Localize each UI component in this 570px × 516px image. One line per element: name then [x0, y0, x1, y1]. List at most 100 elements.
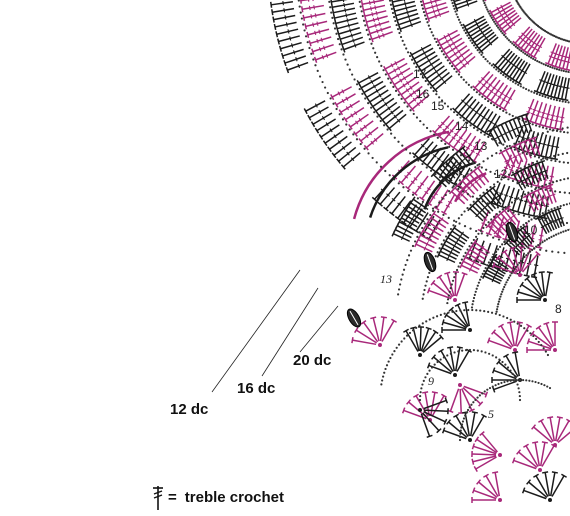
stitch-crossbar [448, 43, 452, 48]
stitch-top [509, 208, 516, 212]
stitch-crossbar [520, 136, 526, 139]
stitch-crossbar [400, 235, 404, 240]
stitch-crossbar [307, 0, 310, 2]
chain-dot [425, 166, 428, 169]
stitch-row-fan [452, 93, 501, 138]
chain-dot [449, 287, 452, 290]
chain-dot [464, 414, 467, 417]
chain-dot [462, 190, 465, 193]
chain-dot [540, 343, 543, 347]
stitch-crossbar [457, 49, 461, 54]
stitch-crossbar [518, 35, 523, 40]
shell-motif [516, 271, 553, 303]
chain-dot [384, 169, 387, 173]
chain-dot [554, 190, 557, 193]
chain-dot [310, 52, 313, 55]
stitch-post [550, 75, 558, 97]
chain-dot [504, 147, 507, 150]
stitch-crossbar [402, 83, 406, 88]
stitch-post [316, 118, 336, 132]
chain-dot [425, 280, 428, 283]
stitch-post [516, 325, 530, 347]
stitch-crossbar [535, 48, 540, 52]
chain-dot [383, 124, 386, 127]
stitch-post [432, 173, 447, 188]
chain-stitches [297, 0, 570, 442]
chain-dot [373, 111, 376, 114]
chain-dot [370, 106, 373, 109]
stitch-post [393, 72, 414, 86]
stitch-row-fan [492, 48, 531, 86]
chain-dot [513, 320, 516, 323]
chain-dot [428, 271, 431, 274]
chain-dot [388, 0, 392, 2]
stitch-crossbar [403, 0, 406, 2]
chain-dot [564, 229, 567, 232]
chain-dot [567, 40, 570, 43]
chain-dot [532, 57, 535, 60]
stitch-post [315, 51, 337, 61]
stitch-row-fan [269, 0, 309, 74]
chain-dot [432, 316, 435, 319]
stitch-crossbar [467, 105, 472, 109]
chain-dot [509, 379, 512, 382]
stitch-post [428, 184, 442, 205]
chain-dot [479, 278, 482, 281]
chain-dot [410, 58, 414, 61]
stitch-post [528, 481, 548, 499]
stitch-top [538, 271, 545, 274]
stitch-crossbar [374, 23, 377, 28]
stitch-crossbar [438, 200, 443, 204]
chain-dot [389, 3, 393, 6]
chain-dot [504, 363, 507, 366]
stitch-crossbar [420, 219, 425, 223]
stitch-post [455, 0, 473, 6]
stitch-post [554, 106, 561, 129]
stitch-top [492, 253, 498, 260]
chain-dot [511, 270, 515, 273]
stitch-post [442, 164, 456, 179]
stitch-post [435, 170, 450, 185]
chain-dot [372, 47, 375, 50]
chain-dot [466, 207, 469, 210]
chain-dot [546, 353, 550, 357]
stitch-crossbar [536, 110, 542, 113]
chain-dot [516, 263, 519, 266]
chain-dot [495, 250, 498, 253]
stitch-crossbar [443, 35, 447, 40]
stitch-crossbar [463, 139, 468, 143]
stitch-top [468, 408, 475, 413]
stitch-post [534, 101, 543, 124]
chain-dot [344, 58, 347, 61]
stitch-crossbar [531, 233, 536, 236]
stitch-post [360, 126, 379, 142]
stitch-post [512, 118, 521, 137]
chain-dot [483, 1, 486, 5]
stitch-post [492, 187, 505, 203]
stitch-post [486, 269, 504, 280]
stitch-top [471, 487, 476, 494]
stitch-crossbar [547, 194, 552, 198]
chain-dot [391, 353, 394, 356]
stitch-crossbar [349, 103, 353, 109]
row-number-label: 14 [455, 119, 469, 133]
chain-dot [537, 186, 540, 189]
chain-dot [491, 385, 494, 388]
stitch-crossbar [476, 252, 480, 257]
stitch-post [520, 115, 529, 134]
stitch-post [467, 252, 484, 264]
stitch-crossbar [532, 46, 537, 51]
stitch-crossbar [499, 91, 504, 96]
stitch-post [320, 124, 340, 138]
legend-equals: = [168, 488, 177, 506]
stitch-crossbar [546, 144, 551, 147]
stitch-post [541, 272, 546, 297]
stitch-post [533, 37, 546, 58]
chain-dot [529, 332, 532, 335]
stitch-post [334, 12, 357, 19]
chain-dot [492, 215, 496, 218]
chain-dot [417, 159, 420, 162]
stitch-top [383, 65, 388, 72]
stitch-post [487, 266, 505, 277]
stitch-crossbar [459, 53, 464, 58]
